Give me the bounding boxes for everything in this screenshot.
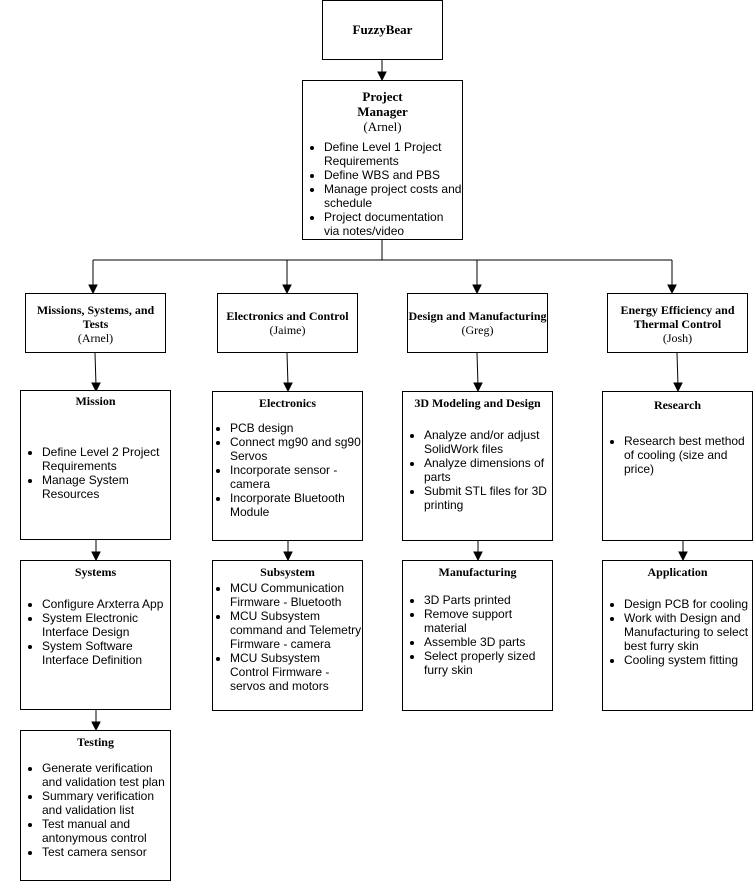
list-item: MCU Subsystem Control Firmware - servos … bbox=[230, 651, 362, 693]
root-box: FuzzyBear bbox=[322, 0, 443, 60]
list-item: Summary verification and validation list bbox=[42, 789, 170, 817]
task-title: Testing bbox=[77, 735, 114, 749]
list-item: Incorporate Bluetooth Module bbox=[230, 491, 362, 519]
task-box-manufacturing: Manufacturing 3D Parts printed Remove su… bbox=[402, 560, 553, 711]
task-title: Systems bbox=[74, 565, 117, 579]
list-item: Submit STL files for 3D printing bbox=[424, 484, 552, 512]
task-title: Subsystem bbox=[260, 565, 315, 579]
list-item: Configure Arxterra App bbox=[42, 597, 170, 611]
task-list: Research best method of cooling (size an… bbox=[603, 434, 752, 476]
list-item: Remove support material bbox=[424, 607, 552, 635]
task-box-systems: Systems Configure Arxterra App System El… bbox=[20, 560, 171, 710]
task-box-testing: Testing Generate verification and valida… bbox=[20, 730, 171, 881]
task-title: Manufacturing bbox=[438, 565, 517, 579]
list-item: Assemble 3D parts bbox=[424, 635, 552, 649]
division-design-manufacturing: Design and Manufacturing (Greg) bbox=[407, 293, 548, 353]
list-item: Research best method of cooling (size an… bbox=[624, 434, 752, 476]
task-list: Generate verification and validation tes… bbox=[21, 761, 170, 859]
list-item: Cooling system fitting bbox=[624, 653, 752, 667]
list-item: Manage System Resources bbox=[42, 473, 170, 501]
division-title: Design and Manufacturing bbox=[408, 309, 547, 323]
root-title: FuzzyBear bbox=[352, 22, 413, 37]
manager-task-list: Define Level 1 Project Requirements Defi… bbox=[303, 140, 462, 238]
division-title: Electronics and Control bbox=[226, 309, 349, 323]
list-item: Incorporate sensor - camera bbox=[230, 463, 362, 491]
list-item: Select properly sized furry skin bbox=[424, 649, 552, 677]
list-item: MCU Communication Firmware - Bluetooth bbox=[230, 581, 362, 609]
project-manager-box: Project Manager (Arnel) Define Level 1 P… bbox=[302, 80, 463, 240]
task-box-research: Research Research best method of cooling… bbox=[602, 391, 753, 541]
list-item: Work with Design and Manufacturing to se… bbox=[624, 611, 752, 653]
list-item: 3D Parts printed bbox=[424, 593, 552, 607]
task-title: Electronics bbox=[258, 396, 317, 410]
division-person: (Greg) bbox=[461, 323, 494, 337]
list-item: Design PCB for cooling bbox=[624, 597, 752, 611]
list-item: Define WBS and PBS bbox=[324, 168, 462, 182]
list-item: System Electronic Interface Design bbox=[42, 611, 170, 639]
manager-person: (Arnel) bbox=[363, 119, 402, 134]
task-list: Design PCB for cooling Work with Design … bbox=[603, 597, 752, 667]
division-person: (Jaime) bbox=[269, 323, 306, 337]
division-title: Missions, Systems, and Tests bbox=[36, 303, 155, 331]
list-item: Connect mg90 and sg90 Servos bbox=[230, 435, 362, 463]
list-item: Analyze and/or adjust SolidWork files bbox=[424, 428, 552, 456]
task-title: Research bbox=[653, 398, 702, 412]
list-item: Define Level 1 Project Requirements bbox=[324, 140, 462, 168]
task-title: Application bbox=[647, 565, 708, 579]
division-energy-thermal: Energy Efficiency and Thermal Control (J… bbox=[607, 293, 748, 353]
division-electronics-control: Electronics and Control (Jaime) bbox=[217, 293, 358, 353]
division-missions-systems-tests: Missions, Systems, and Tests (Arnel) bbox=[25, 293, 166, 353]
manager-title: Project Manager bbox=[357, 89, 408, 119]
list-item: Project documentation via notes/video bbox=[324, 210, 462, 238]
task-list: 3D Parts printed Remove support material… bbox=[403, 593, 552, 677]
task-box-3d-modeling: 3D Modeling and Design Analyze and/or ad… bbox=[402, 391, 553, 541]
task-box-mission: Mission Define Level 2 Project Requireme… bbox=[20, 390, 171, 540]
list-item: Analyze dimensions of parts bbox=[424, 456, 552, 484]
task-list: Configure Arxterra App System Electronic… bbox=[21, 597, 170, 667]
list-item: MCU Subsystem command and Telemetry Firm… bbox=[230, 609, 362, 651]
list-item: Manage project costs and schedule bbox=[324, 182, 462, 210]
task-list: Define Level 2 Project Requirements Mana… bbox=[21, 445, 170, 501]
division-person: (Josh) bbox=[662, 331, 693, 345]
task-title: Mission bbox=[75, 394, 116, 408]
division-person: (Arnel) bbox=[77, 331, 114, 345]
task-box-application: Application Design PCB for cooling Work … bbox=[602, 560, 753, 711]
task-title: 3D Modeling and Design bbox=[414, 396, 541, 410]
task-list: Analyze and/or adjust SolidWork files An… bbox=[403, 428, 552, 512]
list-item: Test camera sensor bbox=[42, 845, 170, 859]
division-title: Energy Efficiency and Thermal Control bbox=[620, 303, 735, 331]
list-item: Define Level 2 Project Requirements bbox=[42, 445, 170, 473]
list-item: Test manual and antonymous control bbox=[42, 817, 170, 845]
task-list: PCB design Connect mg90 and sg90 Servos … bbox=[213, 421, 362, 519]
task-box-electronics: Electronics PCB design Connect mg90 and … bbox=[212, 391, 363, 541]
list-item: PCB design bbox=[230, 421, 362, 435]
task-list: MCU Communication Firmware - Bluetooth M… bbox=[213, 581, 362, 693]
list-item: Generate verification and validation tes… bbox=[42, 761, 170, 789]
list-item: System Software Interface Definition bbox=[42, 639, 170, 667]
task-box-subsystem: Subsystem MCU Communication Firmware - B… bbox=[212, 560, 363, 711]
